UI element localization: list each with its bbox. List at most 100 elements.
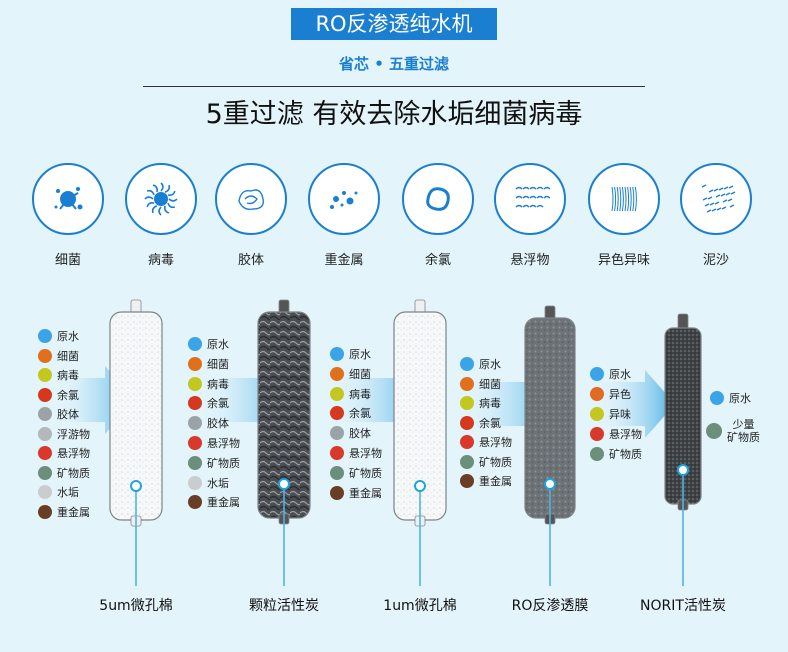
contaminant-icon [38, 348, 52, 363]
contaminant-item-label: 细菌 [207, 357, 229, 371]
outlet-port-icon [414, 480, 426, 492]
virus-icon [125, 163, 197, 235]
contaminant-item-label: 胶体 [207, 417, 229, 431]
contaminant-item-label: 水垢 [57, 486, 79, 499]
contaminant-icon [38, 485, 52, 499]
heavy-metal-particles-icon [308, 163, 380, 235]
contaminant-item-label: 矿物质 [207, 456, 240, 470]
contaminant-icon [188, 396, 202, 411]
contaminant-item-label: 余氯 [207, 397, 229, 411]
contaminant-item-label: 余氯 [57, 388, 79, 402]
contaminant-item: 余氯 [460, 413, 501, 433]
contaminant-item: 重金属 [188, 492, 240, 512]
contaminant-item-label: 胶体 [57, 408, 79, 421]
output-item-label: 矿物质 [727, 431, 760, 444]
contaminant-item: 余氯 [38, 385, 79, 405]
contaminant-item-label: 病毒 [349, 387, 371, 401]
outlet-port-icon [677, 464, 689, 476]
contaminant-item-label: 矿物质 [349, 466, 382, 480]
contaminant-icon [590, 387, 604, 401]
page-title: RO反渗透纯水机 [291, 8, 497, 40]
subtitle: 省芯 • 五重过滤 [338, 55, 450, 73]
outlet-port-icon [130, 480, 142, 492]
outlet-port-icon [544, 478, 556, 490]
contaminant-item-label: 悬浮物 [609, 428, 642, 441]
water-drop-icon [710, 391, 724, 405]
contaminant-item: 重金属 [38, 502, 90, 522]
chlorine-ring-icon [402, 163, 474, 235]
contaminant-item: 悬浮物 [460, 432, 512, 452]
contaminant-item-label: 细菌 [479, 377, 501, 391]
water-drop-icon [188, 337, 202, 351]
contaminant-item: 细菌 [330, 364, 371, 384]
contaminant-item-label: 原水 [479, 358, 501, 371]
output-water: 原水 [710, 388, 751, 408]
contaminant-item-label: 悬浮物 [349, 447, 382, 460]
contaminant-item-label: 细菌 [57, 349, 79, 363]
contaminant-label: 余氯 [424, 253, 451, 268]
contaminant-icon [330, 446, 344, 460]
contaminant-icon [188, 356, 202, 371]
contaminant-item-label: 矿物质 [479, 455, 512, 469]
contaminant-item-label: 重金属 [57, 505, 90, 519]
divider [143, 86, 645, 87]
contaminant-item-label: 矿物质 [57, 466, 90, 480]
contaminant-icon [38, 446, 52, 460]
stage-label: RO反渗透膜 [511, 598, 589, 614]
outlet-port-icon [278, 478, 290, 490]
contaminant-icon [460, 376, 474, 391]
contaminant-item: 余氯 [330, 403, 371, 423]
contaminant-item-label: 余氯 [349, 407, 371, 421]
contaminant-icon [330, 366, 344, 381]
contaminant-icon [188, 455, 202, 470]
output-minerals: 少量矿物质 [706, 418, 760, 444]
output-item-label: 原水 [729, 392, 751, 405]
contaminant-item: 矿物质 [188, 453, 240, 473]
contaminant-icon [590, 447, 604, 461]
contaminant-item: 重金属 [460, 471, 512, 491]
contaminant-item: 胶体 [330, 423, 371, 443]
contaminant-item-label: 细菌 [349, 367, 371, 381]
headline: 5重过滤 有效去除水垢细菌病毒 [205, 99, 583, 130]
contaminant-item: 胶体 [188, 413, 229, 433]
stage-label: 5um微孔棉 [99, 598, 173, 614]
contaminant-icon [590, 407, 604, 421]
contaminant-item: 矿物质 [590, 444, 642, 464]
contaminant-icon [188, 475, 202, 490]
contaminant-item-label: 原水 [609, 368, 631, 381]
contaminant-item-label: 悬浮物 [57, 447, 90, 460]
contaminant-item: 原水 [460, 354, 501, 374]
contaminant-item: 病毒 [460, 393, 501, 413]
contaminant-icon [188, 376, 202, 391]
contaminant-item: 矿物质 [330, 463, 382, 483]
contaminant-icon [460, 396, 474, 410]
contaminant-item: 矿物质 [38, 463, 90, 483]
contaminant-icon [330, 406, 344, 421]
colloid-swirl-icon [215, 163, 287, 235]
contaminant-item: 细菌 [38, 346, 79, 366]
contaminant-item-label: 重金属 [479, 475, 512, 488]
contaminant-item-label: 重金属 [349, 486, 382, 500]
contaminant-icon [38, 465, 52, 480]
contaminant-item-label: 病毒 [479, 397, 501, 410]
contaminant-label: 重金属 [324, 253, 364, 268]
contaminant-label: 病毒 [147, 253, 174, 268]
contaminant-item: 悬浮物 [188, 433, 240, 453]
contaminant-icon [188, 436, 202, 450]
contaminant-label: 细菌 [54, 253, 81, 268]
contaminant-item: 原水 [188, 334, 229, 354]
water-drop-icon [330, 347, 344, 361]
water-drop-icon [590, 367, 604, 381]
contaminant-item-label: 异色 [609, 388, 631, 401]
contaminant-icon [460, 415, 474, 430]
contaminant-item: 细菌 [460, 374, 501, 394]
contaminant-item: 病毒 [188, 374, 229, 394]
contaminant-icon [460, 454, 474, 469]
contaminant-icon [330, 465, 344, 480]
contaminant-item: 病毒 [330, 384, 371, 404]
contaminant-icon [38, 368, 52, 382]
contaminant-item: 原水 [330, 344, 371, 364]
stage-label: 1um微孔棉 [383, 598, 457, 614]
stage-label: NORIT活性炭 [640, 598, 726, 614]
contaminant-item: 胶体 [38, 404, 79, 424]
